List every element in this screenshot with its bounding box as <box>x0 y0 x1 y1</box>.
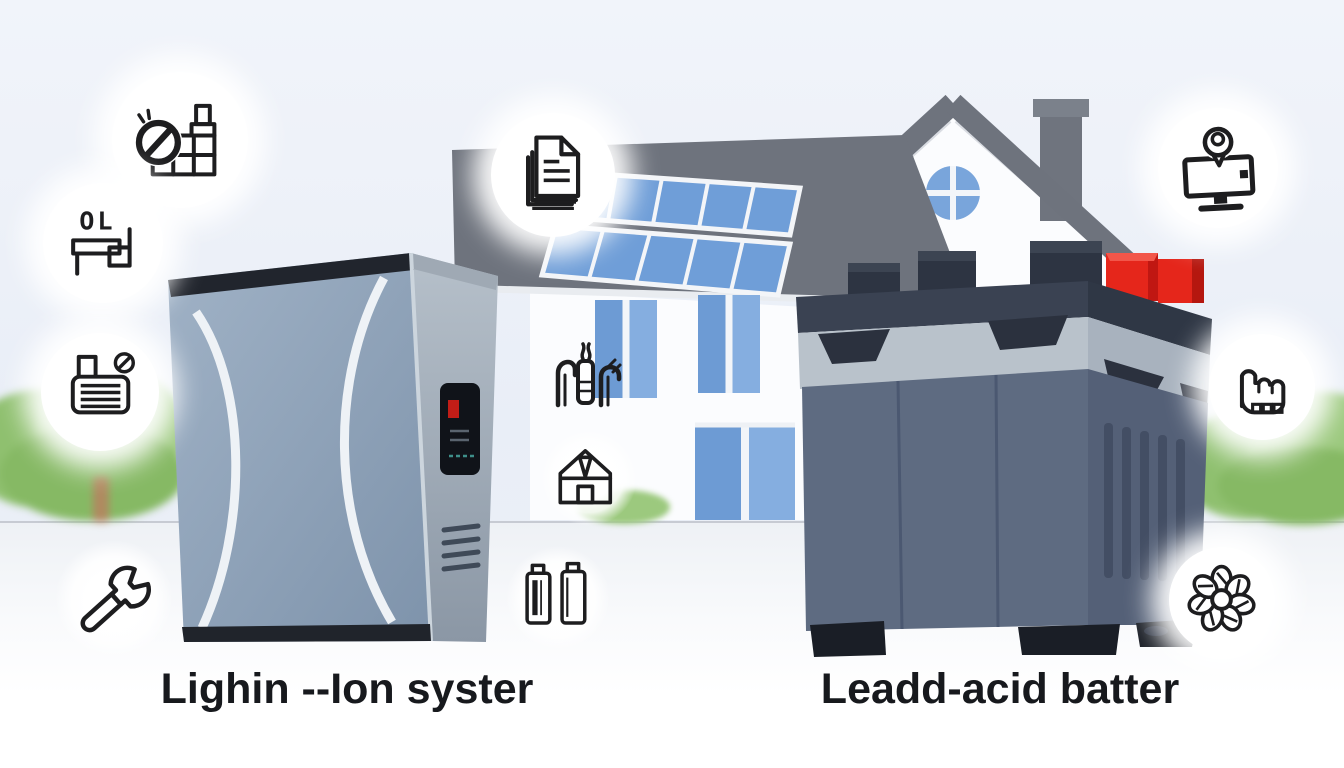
wrench-badge <box>55 540 173 658</box>
upper-window-left <box>595 300 657 398</box>
monitor-location-pin-icon <box>1181 124 1255 212</box>
battery-cells-icon <box>525 562 587 626</box>
unit-front-panel <box>168 253 431 642</box>
upper-window-right <box>698 295 760 393</box>
battery-body-front <box>802 369 1088 631</box>
lithium-ion-unit <box>168 252 498 642</box>
monitor-pin-badge <box>1158 108 1278 228</box>
cabinet-icon-text: OL <box>79 206 115 235</box>
battery-lid-side <box>1088 281 1212 355</box>
lower-window <box>695 422 795 520</box>
gear-flower-icon <box>1187 565 1257 633</box>
unit-vents <box>441 523 481 572</box>
pointing-hand-icon <box>1240 369 1286 415</box>
documents-stack-icon <box>525 135 581 210</box>
unit-accent-curve-right <box>340 275 396 625</box>
unit-top-cap <box>411 253 498 290</box>
cabinet-ol-icon: OL <box>70 206 132 276</box>
unit-bottom-strip <box>182 624 431 642</box>
tree-trunk <box>93 476 109 522</box>
solar-panel-array <box>538 169 804 298</box>
battery-band-side <box>1088 317 1210 405</box>
cables-hooks-icon <box>555 342 622 408</box>
lead-acid-battery <box>796 241 1212 657</box>
document-prohibited-icon <box>71 352 136 415</box>
pointing-hand-badge <box>1209 334 1315 440</box>
battery-red-caps <box>1106 253 1204 303</box>
gear-flower-badge <box>1169 547 1275 653</box>
house-badge <box>541 430 637 526</box>
wrench-icon <box>80 566 152 633</box>
ground-line <box>0 521 1344 523</box>
unit-top-strip <box>168 253 414 297</box>
house-icon <box>558 448 612 505</box>
battery-ribs <box>1104 423 1185 581</box>
gable-roof-right <box>945 95 1136 272</box>
factory-prohibited-badge <box>112 72 248 208</box>
documents-stack-badge <box>491 113 615 237</box>
battery-cells-badge <box>506 546 610 650</box>
unit-accent-curve-left <box>192 309 241 630</box>
document-prohibited-badge <box>41 333 159 451</box>
cabinet-ol-badge: OL <box>43 183 163 303</box>
right-product-label: Leadd-acid batter <box>820 665 1180 713</box>
factory-prohibited-icon <box>134 103 217 177</box>
unit-control-display <box>440 383 480 475</box>
chimney-cap <box>1033 99 1089 117</box>
left-product-label: Lighin --Ion syster <box>160 665 534 713</box>
